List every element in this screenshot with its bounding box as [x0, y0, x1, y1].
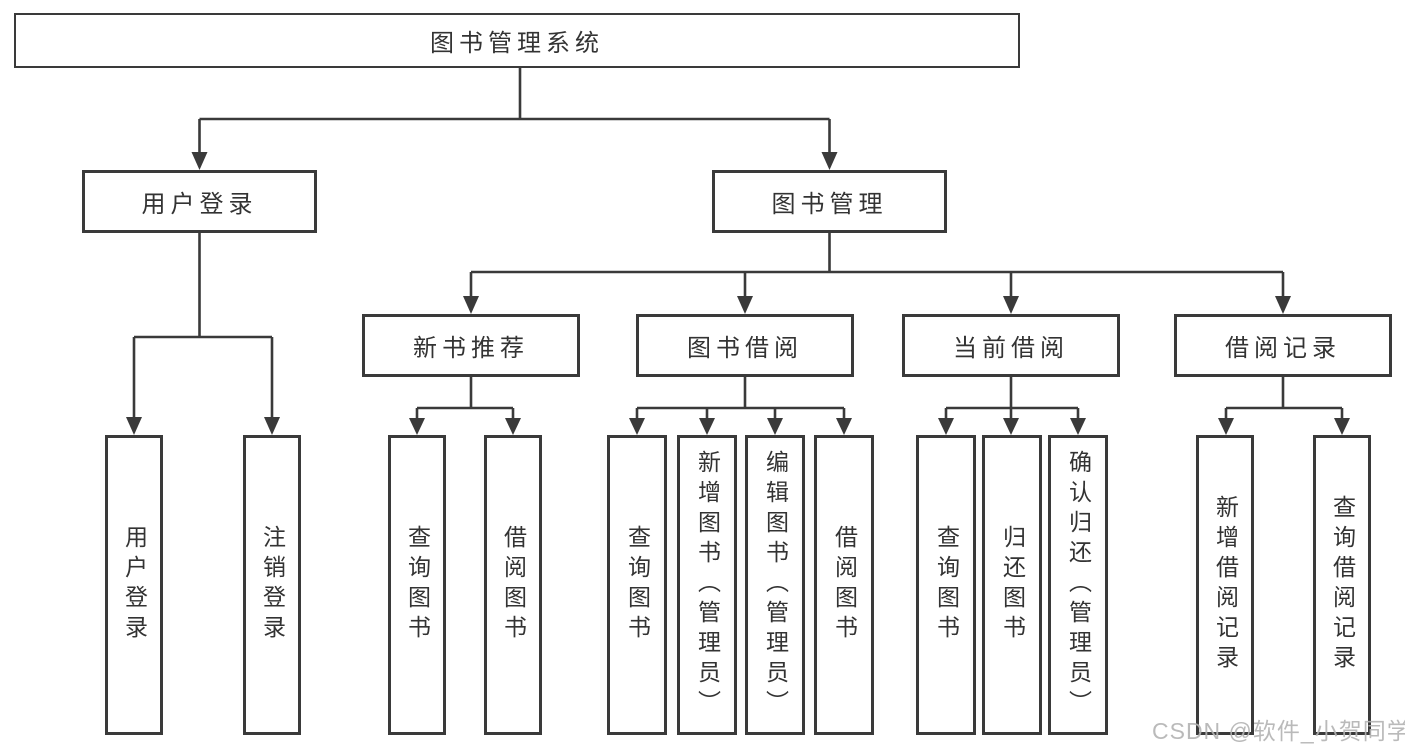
connector-book-borrow-to-leaves — [629, 377, 852, 435]
leaf-borrow-books: 借阅图书 — [814, 435, 874, 735]
leaf-borrow-books-recommend: 借阅图书 — [484, 435, 542, 735]
connector-user-login-to-leaves — [126, 233, 280, 435]
leaf-query-borrow-record: 查询借阅记录 — [1313, 435, 1371, 735]
node-book-management: 图书管理 — [712, 170, 947, 233]
leaf-add-borrow-record: 新增借阅记录 — [1196, 435, 1254, 735]
leaf-user-login: 用户登录 — [105, 435, 163, 735]
node-user-login: 用户登录 — [82, 170, 317, 233]
connector-root-to-level2 — [191, 68, 838, 170]
connector-book-management-to-level3 — [463, 233, 1291, 314]
leaf-edit-books-admin: 编辑图书（管理员） — [745, 435, 805, 735]
leaf-confirm-return-admin: 确认归还（管理员） — [1048, 435, 1108, 735]
node-book-borrowing: 图书借阅 — [636, 314, 854, 377]
connector-current-borrow-to-leaves — [938, 377, 1086, 435]
node-new-book-recommendation: 新书推荐 — [362, 314, 580, 377]
leaf-logout: 注销登录 — [243, 435, 301, 735]
leaf-add-books-admin: 新增图书（管理员） — [677, 435, 737, 735]
connector-records-to-leaves — [1218, 377, 1350, 435]
leaf-return-books: 归还图书 — [982, 435, 1042, 735]
node-current-borrowing: 当前借阅 — [902, 314, 1120, 377]
leaf-query-books-current: 查询图书 — [916, 435, 976, 735]
connector-new-book-to-leaves — [409, 377, 521, 435]
leaf-query-books-borrow: 查询图书 — [607, 435, 667, 735]
node-library-management-system: 图书管理系统 — [14, 13, 1020, 68]
leaf-query-books-recommend: 查询图书 — [388, 435, 446, 735]
node-borrowing-records: 借阅记录 — [1174, 314, 1392, 377]
watermark: CSDN @软件_小贺同学 — [1152, 718, 1405, 744]
